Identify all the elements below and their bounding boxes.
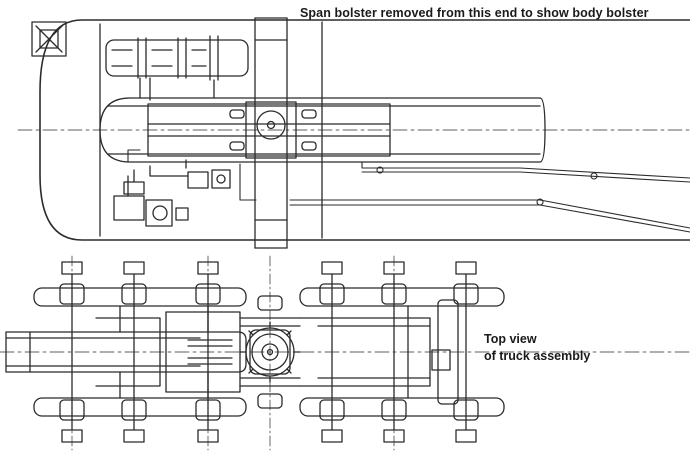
truck-vertical-centerlines bbox=[71, 255, 395, 451]
center-plate bbox=[245, 17, 297, 249]
truck-view-label-line1: Top view bbox=[484, 332, 537, 346]
body-bolster bbox=[99, 97, 546, 163]
span-bolster bbox=[5, 329, 291, 375]
truck-view-label: Top view of truck assembly bbox=[484, 331, 590, 365]
control-valve-group bbox=[113, 159, 231, 227]
brake-cylinder-assembly bbox=[105, 35, 249, 101]
truck-view-label-line2: of truck assembly bbox=[484, 349, 591, 363]
corner-bracket bbox=[31, 21, 67, 57]
right-truck-frame bbox=[299, 287, 505, 417]
air-piping bbox=[127, 149, 690, 233]
span-bolster-note: Span bolster removed from this end to sh… bbox=[300, 6, 649, 20]
